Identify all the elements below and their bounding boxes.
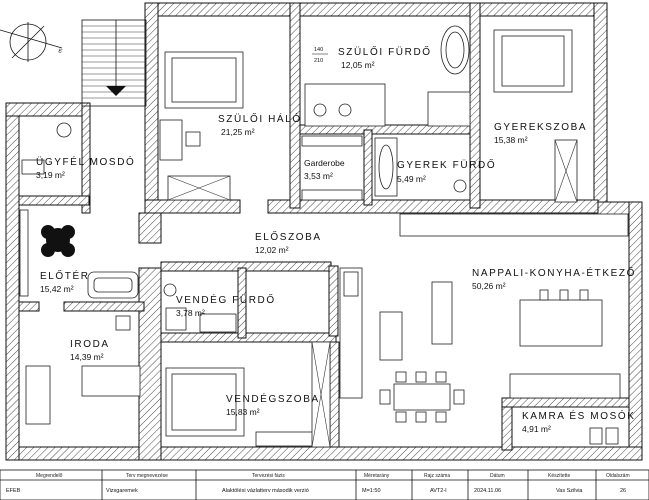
- room-area-gyerek-furdo: 5,49 m²: [397, 174, 426, 184]
- room-area-nappali: 50,26 m²: [472, 281, 506, 291]
- room-area-szuloi-halo: 21,25 m²: [221, 127, 255, 137]
- room-name-szuloi-furdo: SZÜLŐI FÜRDŐ: [338, 44, 432, 58]
- tb-value-datum: 2024.11.06: [474, 488, 501, 494]
- room-area-szuloi-furdo: 12,05 m²: [341, 60, 375, 70]
- room-name-garderobe: Garderobe: [304, 158, 345, 168]
- tb-value-megrendelo: EFEB: [6, 488, 21, 494]
- room-name-ugyfel-mosdo: ÜGYFÉL MOSDÓ: [36, 155, 135, 168]
- tb-header-megrendelo: Megrendelő: [36, 473, 63, 479]
- room-name-gyerekszoba: GYEREKSZOBA: [494, 122, 587, 133]
- staircase: [81, 19, 147, 107]
- room-name-gyerek-furdo: GYEREK FÜRDŐ: [397, 157, 496, 171]
- room-area-eloszoba: 12,02 m²: [255, 245, 289, 255]
- plant-icon: [41, 225, 75, 257]
- tb-header-meretarany: Méretarány: [364, 473, 390, 479]
- room-area-gyerekszoba: 15,38 m²: [494, 135, 528, 145]
- tb-header-fazis: Tervezési fázis: [252, 473, 285, 479]
- room-name-iroda: IRODA: [70, 339, 110, 350]
- tb-header-terv: Terv megnevezése: [126, 473, 168, 479]
- tb-header-keszitette: Készítette: [548, 473, 570, 479]
- room-area-ugyfel-mosdo: 3,19 m²: [36, 170, 65, 180]
- room-area-vendegszoba: 15,83 m²: [226, 407, 260, 417]
- door-mark-top: 140: [314, 47, 323, 53]
- room-name-vendegszoba: VENDÉGSZOBA: [226, 392, 320, 405]
- room-name-eloszoba: ELŐSZOBA: [255, 229, 322, 243]
- room-name-nappali: NAPPALI-KONYHA-ÉTKEZŐ: [472, 265, 636, 279]
- tb-value-meretarany: M=1:50: [362, 488, 381, 494]
- room-name-eloter: ELŐTÉR: [40, 268, 90, 282]
- room-name-vendeg-furdo: VENDÉG FÜRDŐ: [176, 292, 276, 306]
- room-area-eloter: 15,42 m²: [40, 284, 74, 294]
- tb-value-terv: Vizsgaremek: [106, 488, 138, 494]
- room-area-garderobe: 3,53 m²: [304, 171, 333, 181]
- north-arrow-icon: E: [0, 22, 63, 62]
- room-area-iroda: 14,39 m²: [70, 352, 104, 362]
- room-area-vendeg-furdo: 3,78 m²: [176, 308, 205, 318]
- room-name-kamra: KAMRA ÉS MOSÓK: [522, 409, 636, 422]
- tb-header-oldalszam: Oldalszám: [606, 473, 630, 479]
- tb-header-rajzszam: Rajz száma: [424, 473, 450, 479]
- furniture: [19, 25, 629, 448]
- room-area-kamra: 4,91 m²: [522, 424, 551, 434]
- tb-value-oldalszam: 26: [620, 488, 626, 494]
- svg-text:E: E: [57, 48, 63, 55]
- tb-value-keszitette: Vas Szilvia: [556, 488, 583, 494]
- inner-walls: [18, 2, 630, 461]
- room-name-szuloi-halo: SZÜLŐI HÁLÓ: [218, 111, 302, 125]
- title-block: Megrendelő Terv megnevezése Tervezési fá…: [0, 469, 649, 500]
- tb-value-fazis: Alaktölési vázlatterv második verzió: [222, 488, 309, 494]
- tb-value-rajzszam: AVT2-I: [430, 488, 447, 494]
- tb-header-datum: Dátum: [490, 473, 505, 479]
- door-mark-bottom: 210: [314, 58, 323, 64]
